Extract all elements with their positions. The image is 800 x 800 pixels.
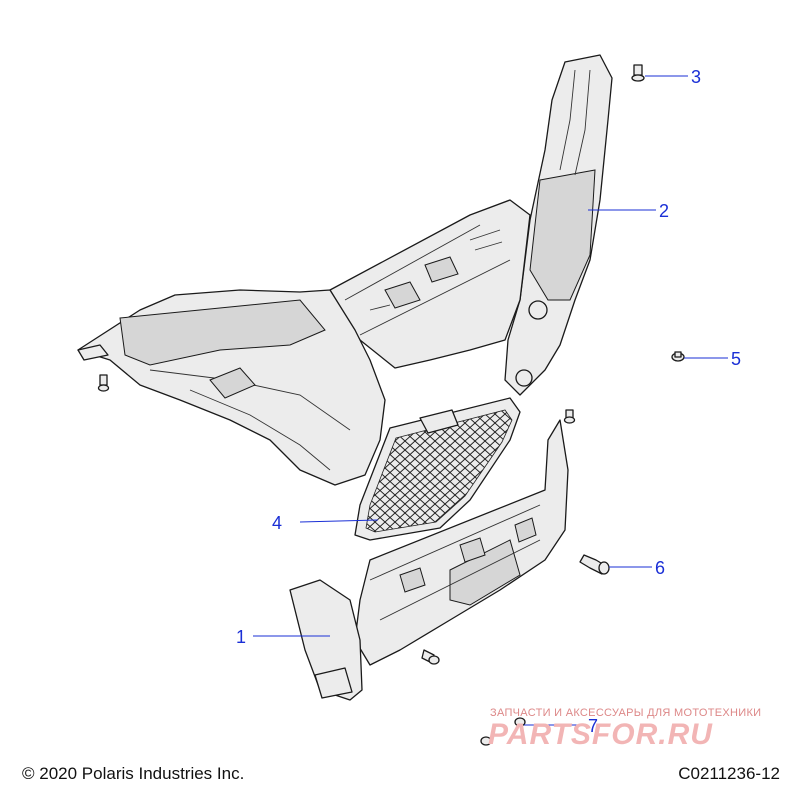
callout-5: 5 <box>731 349 741 369</box>
grille-mesh <box>354 397 521 541</box>
copyright-text: © 2020 Polaris Industries Inc. <box>22 764 245 783</box>
flange-screw <box>579 554 610 575</box>
callout-6: 6 <box>655 558 665 578</box>
callout-7: 7 <box>588 716 598 736</box>
callout-1: 1 <box>236 627 246 647</box>
watermark-logo: PARTSFOR.RU <box>488 718 713 751</box>
front-bumper-frame <box>77 54 613 486</box>
screw-lower <box>421 649 440 665</box>
screw-top <box>631 64 645 82</box>
screw-bottom <box>480 717 526 746</box>
screw-left <box>97 374 110 392</box>
screw-right <box>671 351 685 362</box>
callout-4: 4 <box>272 513 282 533</box>
drawing-number: C0211236-12 <box>678 764 780 783</box>
leader-4 <box>299 519 379 523</box>
callout-2: 2 <box>659 201 669 221</box>
screw-mid <box>563 409 576 424</box>
watermark-tagline: ЗАПЧАСТИ И АКСЕССУАРЫ ДЛЯ МОТОТЕХНИКИ <box>490 707 762 719</box>
callout-3: 3 <box>691 67 701 87</box>
lower-front-bumper <box>289 419 569 701</box>
